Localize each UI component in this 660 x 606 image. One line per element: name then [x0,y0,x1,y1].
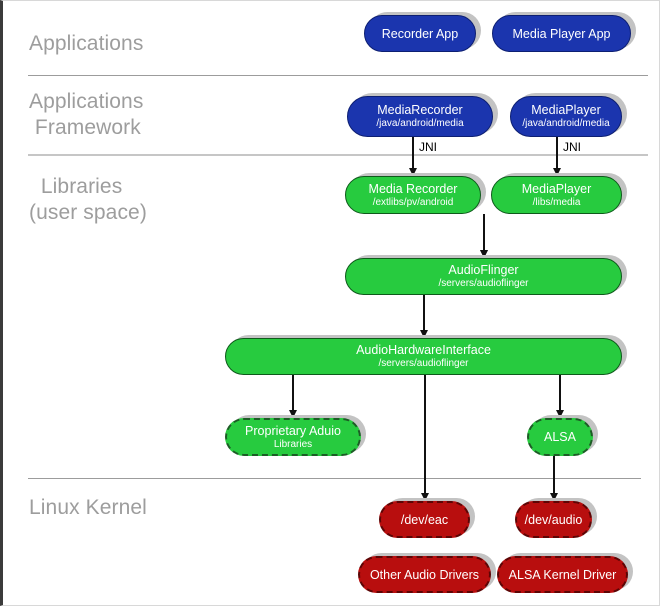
node-title-dev-eac: /dev/eac [400,512,449,527]
node-subtitle-mediaplayer-lib: /libs/media [532,196,581,208]
node-other-audio-drivers[interactable]: Other Audio Drivers [358,556,491,593]
edge-ahi-alsa-line [559,375,561,411]
node-title-mediaplayer-framework: MediaPlayer [531,103,601,117]
node-title-recorder-app: Recorder App [381,26,459,41]
layer-label-libraries: Libraries (user space) [29,175,147,224]
node-title-mediaplayer-lib: MediaPlayer [521,181,592,196]
edge-alsa-devaudio-arrowhead [549,493,558,501]
edge-alsa-devaudio-line [553,456,555,494]
node-subtitle-media-recorder-lib: /extlibs/pv/android [372,196,454,208]
node-title-media-recorder-lib: Media Recorder [368,181,458,196]
node-title-proprietary-audio-libraries: Proprietary Aduio [245,423,341,438]
layer-label-applications-framework: Applications Framework [29,90,144,139]
node-recorder-app[interactable]: Recorder App [364,15,476,52]
edge-mediarecorder-jni-arrowhead [408,168,417,176]
node-subtitle-mediarecorder-framework: /java/android/media [376,118,464,129]
layer-label-applications: Applications [29,32,144,55]
node-title-dev-audio: /dev/audio [524,512,583,527]
node-subtitle-mediaplayer-framework: /java/android/media [522,118,610,129]
node-audioflinger[interactable]: AudioFlinger/servers/audioflinger [345,258,622,295]
node-alsa[interactable]: ALSA [527,418,593,456]
edge-ahi-proprietary-line [292,375,294,411]
node-dev-eac[interactable]: /dev/eac [379,501,470,538]
edge-flinger-ahi-arrowhead [419,330,428,338]
node-title-audioflinger: AudioFlinger [448,263,519,277]
node-audiohardwareinterface[interactable]: AudioHardwareInterface/servers/audioflin… [225,338,622,375]
edge-playerlib-flinger-arrowhead [479,250,488,258]
node-title-other-audio-drivers: Other Audio Drivers [369,567,480,582]
layer-label-linux-kernel: Linux Kernel [29,496,147,519]
node-subtitle-audioflinger: /servers/audioflinger [438,278,529,289]
edge-mediaplayer-jni-label: JNI [563,140,581,154]
edge-mediarecorder-jni-label: JNI [419,140,437,154]
node-subtitle-proprietary-audio-libraries: Libraries [273,438,313,450]
node-subtitle-audiohardwareinterface: /servers/audioflinger [378,358,469,369]
edge-mediaplayer-jni-line [556,137,558,169]
separator-applications-framework [28,154,648,156]
node-dev-audio[interactable]: /dev/audio [515,501,592,538]
edge-ahi-proprietary-arrowhead [288,410,297,418]
separator-applications [28,75,648,76]
node-title-audiohardwareinterface: AudioHardwareInterface [356,343,491,357]
edge-mediarecorder-jni-line [412,137,414,169]
node-mediaplayer-lib[interactable]: MediaPlayer/libs/media [491,176,622,214]
node-media-recorder-lib[interactable]: Media Recorder/extlibs/pv/android [345,176,481,214]
separator-libraries [28,478,641,479]
edge-mediaplayer-jni-arrowhead [552,168,561,176]
node-mediaplayer-framework[interactable]: MediaPlayer/java/android/media [510,96,622,137]
node-title-alsa: ALSA [544,430,576,444]
edge-ahi-deveac-arrowhead [420,493,429,501]
node-media-player-app[interactable]: Media Player App [492,15,631,52]
edge-ahi-alsa-arrowhead [555,410,564,418]
edge-flinger-ahi-line [423,295,425,331]
node-title-alsa-kernel-driver: ALSA Kernel Driver [508,567,617,582]
node-mediarecorder-framework[interactable]: MediaRecorder/java/android/media [347,96,493,137]
edge-ahi-deveac-line [424,375,426,494]
node-alsa-kernel-driver[interactable]: ALSA Kernel Driver [497,556,628,593]
node-title-media-player-app: Media Player App [512,26,611,41]
edge-playerlib-flinger-line [483,214,485,251]
node-title-mediarecorder-framework: MediaRecorder [377,103,463,117]
